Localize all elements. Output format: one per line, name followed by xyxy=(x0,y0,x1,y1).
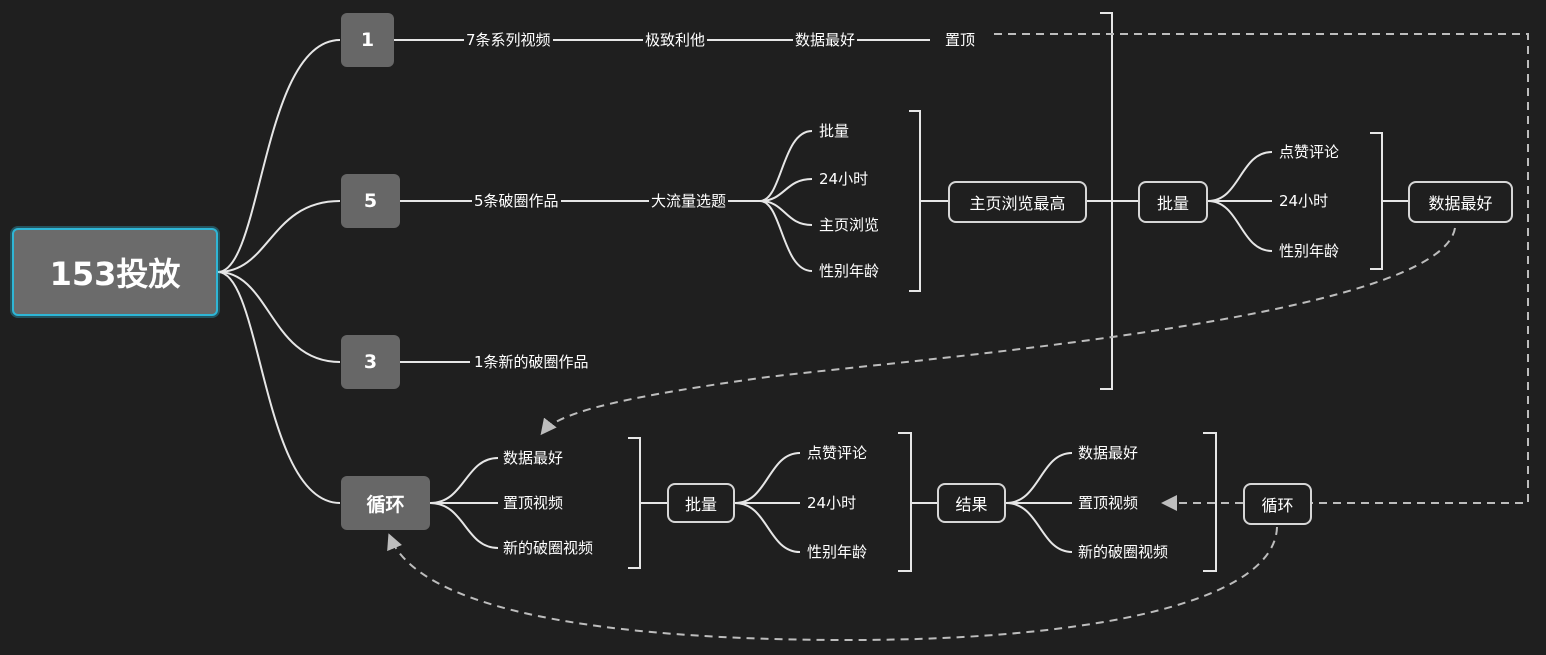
dashed-pin-to-loop xyxy=(994,33,1529,511)
criteria-homepage-label: 主页浏览 xyxy=(817,215,882,235)
branch-5[interactable]: 5 xyxy=(341,174,400,228)
link-loop-i1 xyxy=(429,457,499,504)
link-result-r3 xyxy=(1005,502,1073,553)
result-box[interactable]: 结果 xyxy=(937,483,1006,523)
link-root-5 xyxy=(217,200,341,273)
new-breakout-label: 1条新的破圈作品 xyxy=(472,352,591,372)
bracket-criteria xyxy=(909,110,921,292)
root-node[interactable]: 153投放 xyxy=(12,228,218,316)
bracket-loop-items xyxy=(628,437,641,569)
breakout-works-label: 5条破圈作品 xyxy=(472,191,561,211)
link-batch-m1 xyxy=(1207,151,1273,202)
cycle-box[interactable]: 循环 xyxy=(1243,483,1312,525)
best-data-box[interactable]: 数据最好 xyxy=(1408,181,1513,223)
benefit-others-label: 极致利他 xyxy=(643,30,708,50)
link-batch2-m3 xyxy=(734,502,801,553)
batch-box[interactable]: 批量 xyxy=(1138,181,1208,223)
link-topic-c3 xyxy=(759,200,813,226)
link-root-1 xyxy=(217,39,341,273)
bracket-metrics xyxy=(1370,132,1383,270)
loop-metric-likes-comments-label: 点赞评论 xyxy=(805,443,870,463)
metric-likes-comments-label: 点赞评论 xyxy=(1277,142,1342,162)
link-root-3 xyxy=(217,271,341,363)
branch-loop[interactable]: 循环 xyxy=(341,476,430,530)
link-batch-m3 xyxy=(1207,200,1273,252)
metric-24h-label: 24小时 xyxy=(1277,191,1331,211)
branch-1[interactable]: 1 xyxy=(341,13,394,67)
result-new-breakout-video-label: 新的破圈视频 xyxy=(1076,542,1171,562)
loop-metric-gender-age-label: 性别年龄 xyxy=(805,542,870,562)
loop-best-data-label: 数据最好 xyxy=(501,448,566,468)
loop-metric-24h-label: 24小时 xyxy=(805,493,859,513)
homepage-highest-box[interactable]: 主页浏览最高 xyxy=(948,181,1087,223)
bracket-results xyxy=(1203,432,1217,572)
criteria-24h-label: 24小时 xyxy=(817,169,871,189)
best-data-label: 数据最好 xyxy=(793,30,858,50)
criteria-gender-age-label: 性别年龄 xyxy=(817,261,882,281)
dashed-cycle-to-loop xyxy=(387,526,1278,642)
link-batch2-m1 xyxy=(734,452,801,504)
link-result-r1 xyxy=(1005,452,1073,504)
big-traffic-topic-label: 大流量选题 xyxy=(649,191,729,211)
loop-pin-video-label: 置顶视频 xyxy=(501,493,566,513)
dashed-best-to-loop xyxy=(540,227,1456,436)
loop-batch-box[interactable]: 批量 xyxy=(667,483,735,523)
link-root-loop xyxy=(217,271,341,504)
result-pin-video-label: 置顶视频 xyxy=(1076,493,1141,513)
link-topic-c2 xyxy=(759,178,813,202)
link-loop-i3 xyxy=(429,502,499,549)
link-topic-c1 xyxy=(759,130,813,202)
pin-label: 置顶 xyxy=(943,30,978,50)
branch-3[interactable]: 3 xyxy=(341,335,400,389)
metric-gender-age-label: 性别年龄 xyxy=(1277,241,1342,261)
series-videos-label: 7条系列视频 xyxy=(464,30,553,50)
result-best-data-label: 数据最好 xyxy=(1076,443,1141,463)
criteria-batch-label: 批量 xyxy=(817,121,852,141)
link-topic-c4 xyxy=(759,200,813,272)
loop-new-breakout-video-label: 新的破圈视频 xyxy=(501,538,596,558)
bracket-loop-metrics xyxy=(898,432,912,572)
